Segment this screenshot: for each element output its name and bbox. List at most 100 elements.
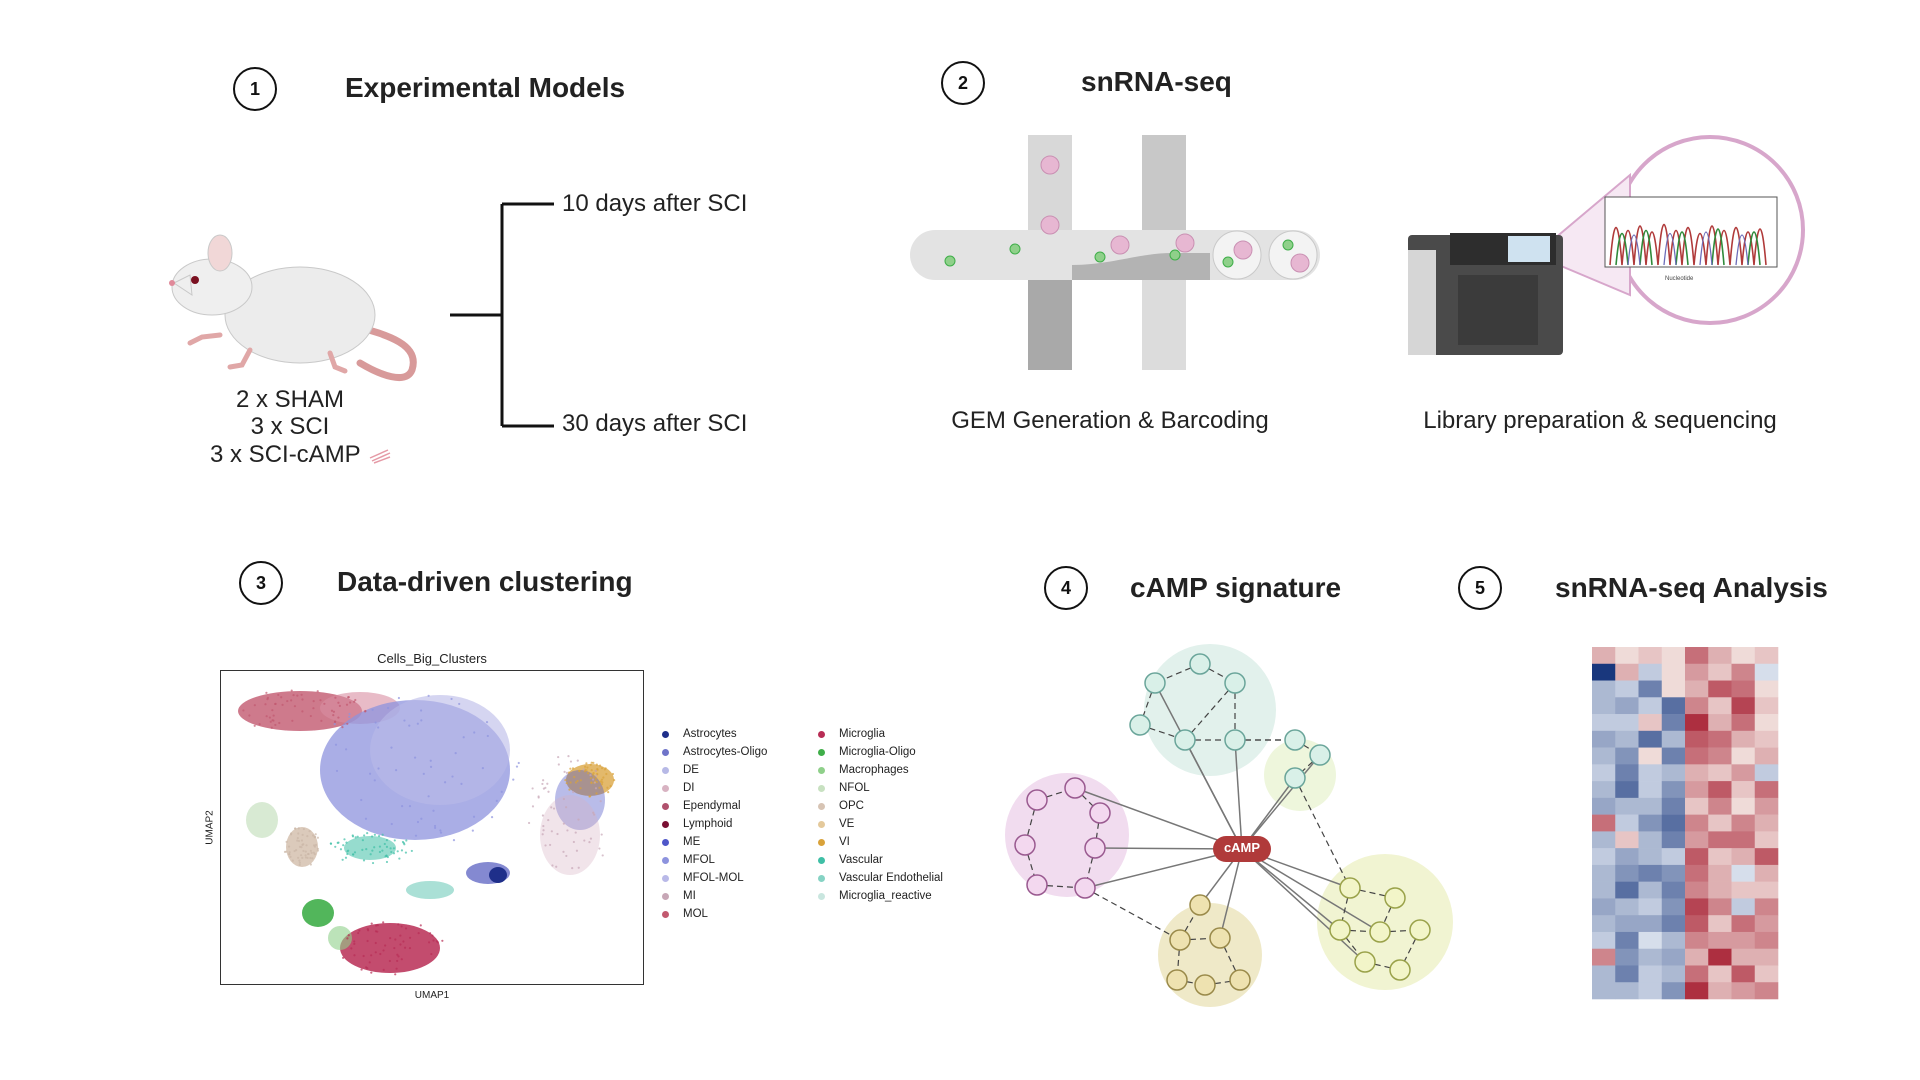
umap-point [557,755,560,759]
heatmap-cell [1615,647,1639,665]
umap-point [399,943,402,946]
umap-point [537,796,540,799]
umap-point [351,834,354,837]
umap-point [338,704,341,707]
umap-point [402,940,405,943]
umap-point [347,934,350,937]
umap-point [312,707,315,710]
heatmap-cell [1708,831,1732,849]
network-node [1384,887,1406,909]
umap-point [305,844,308,847]
umap-point [316,849,319,852]
umap-point [490,816,494,819]
heatmap-cell [1638,931,1663,950]
group-sci: 3 x SCI [250,413,330,440]
umap-point [312,851,315,854]
heatmap-cell [1592,797,1616,815]
heatmap-cell [1661,697,1686,715]
umap-point [385,845,389,848]
heatmap-cell [1615,982,1639,1000]
heatmap-cell [1685,831,1709,849]
heatmap-cell [1661,831,1686,849]
heatmap-cell [1731,663,1756,681]
umap-point [308,829,311,833]
network-node [1189,653,1211,675]
legend-label: Ependymal [683,800,741,812]
umap-point [274,723,277,727]
umap-point [299,854,303,857]
umap-point [283,850,287,853]
umap-point [579,787,582,790]
umap-point [346,937,349,940]
umap-point [304,850,307,853]
umap-point [366,939,369,943]
heatmap-cell [1731,965,1756,983]
cluster-macrophages [328,926,352,950]
network-node [1369,921,1391,943]
umap-point [430,952,433,956]
network-node [1026,789,1048,811]
umap-point [592,761,595,764]
heatmap-cell [1661,663,1686,681]
step-3-badge: 3 [239,561,283,605]
umap-point [550,830,553,833]
network-node [1284,767,1306,789]
umap-point [334,696,337,699]
heatmap-cell [1661,714,1686,732]
heatmap-cell [1708,864,1732,882]
heatmap-cell [1638,831,1663,849]
heatmap-cell [1615,747,1639,765]
umap-point [569,767,572,770]
network-edge-dashed [1399,929,1421,971]
umap-point [427,694,430,697]
umap-point [531,787,534,790]
heatmap-cell [1615,797,1639,815]
umap-point [443,781,447,784]
umap-point [542,787,546,790]
library-label: Library preparation & sequencing [1423,407,1777,434]
umap-point [605,772,608,776]
umap-point [481,766,484,770]
umap-point [390,746,393,749]
umap-point [295,849,298,852]
umap-point [304,854,307,857]
umap-point [583,839,586,842]
legend-item: DI [662,782,695,794]
umap-point [357,931,360,935]
umap-point [366,967,369,970]
umap-point [337,716,340,719]
umap-point [309,714,312,718]
heatmap-cell [1685,697,1709,715]
umap-point [354,836,357,839]
heatmap-cell [1708,848,1732,866]
umap-point [309,863,312,866]
umap-point [399,934,402,937]
umap-point [585,769,588,772]
umap-point [383,842,386,846]
umap-point [439,829,442,832]
legend-label: Microglia_reactive [839,890,932,902]
umap-point [401,805,404,808]
step-5-badge: 5 [1458,566,1502,610]
network-edge-solid [1074,787,1243,850]
umap-point [288,853,291,856]
umap-point [352,853,355,856]
heatmap-cell [1685,714,1709,732]
timeline-bracket [450,202,554,428]
umap-point [314,843,318,846]
umap-point [364,710,367,713]
cluster-microglia [340,923,440,973]
umap-point [397,955,400,958]
umap-point [335,769,339,773]
umap-point [316,690,319,693]
legend-item: Macrophages [818,764,909,776]
heatmap-cell [1592,915,1616,933]
heatmap-cell [1638,663,1663,681]
heatmap-cell [1592,864,1616,882]
umap-point [575,849,579,852]
camp-pill-icon [369,449,391,464]
umap-point [574,831,577,834]
heatmap-cell [1731,814,1756,832]
umap-point [301,698,304,701]
umap-point [527,821,531,825]
